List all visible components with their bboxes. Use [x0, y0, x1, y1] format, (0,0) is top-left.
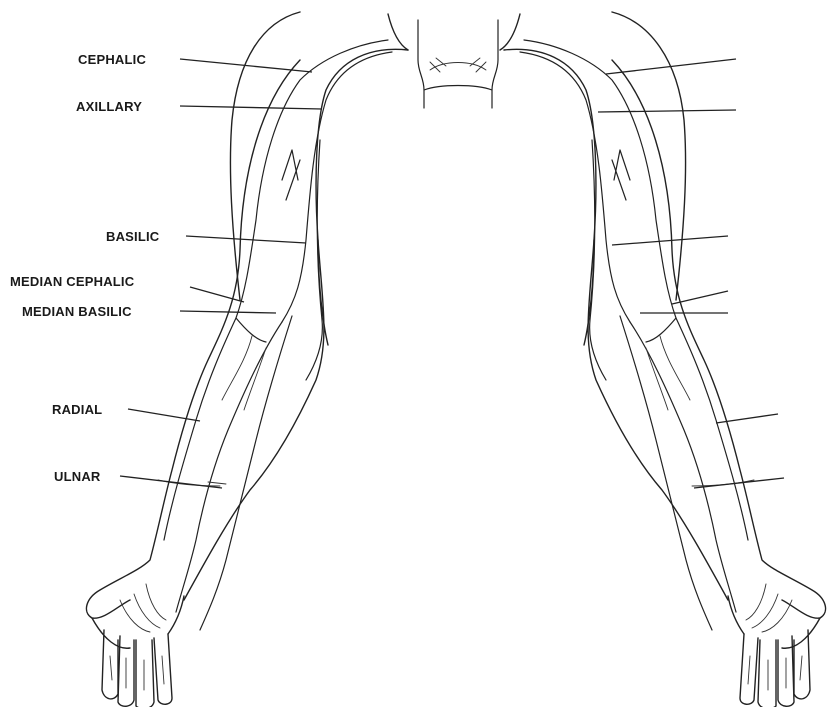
vein-labels: CEPHALIC AXILLARY BASILIC MEDIAN CEPHALI… — [10, 52, 160, 484]
left-arm — [86, 40, 408, 707]
label-cephalic: CEPHALIC — [78, 52, 146, 67]
label-basilic: BASILIC — [106, 229, 160, 244]
right-leaders — [598, 59, 784, 488]
leader-right-median-cephalic — [672, 291, 728, 304]
left-leaders — [120, 59, 322, 488]
label-median-cephalic: MEDIAN CEPHALIC — [10, 274, 135, 289]
torso-outline — [230, 12, 685, 300]
leader-right-basilic — [612, 236, 728, 245]
leader-basilic — [186, 236, 306, 243]
label-axillary: AXILLARY — [76, 99, 142, 114]
label-ulnar: ULNAR — [54, 469, 101, 484]
label-median-basilic: MEDIAN BASILIC — [22, 304, 132, 319]
right-arm — [504, 40, 826, 707]
leader-right-cephalic — [606, 59, 736, 74]
leader-ulnar — [120, 476, 222, 488]
leader-right-axillary — [598, 110, 736, 112]
leader-median-cephalic — [190, 287, 244, 302]
leader-right-ulnar — [694, 478, 784, 488]
leader-axillary — [180, 106, 322, 109]
label-radial: RADIAL — [52, 402, 102, 417]
